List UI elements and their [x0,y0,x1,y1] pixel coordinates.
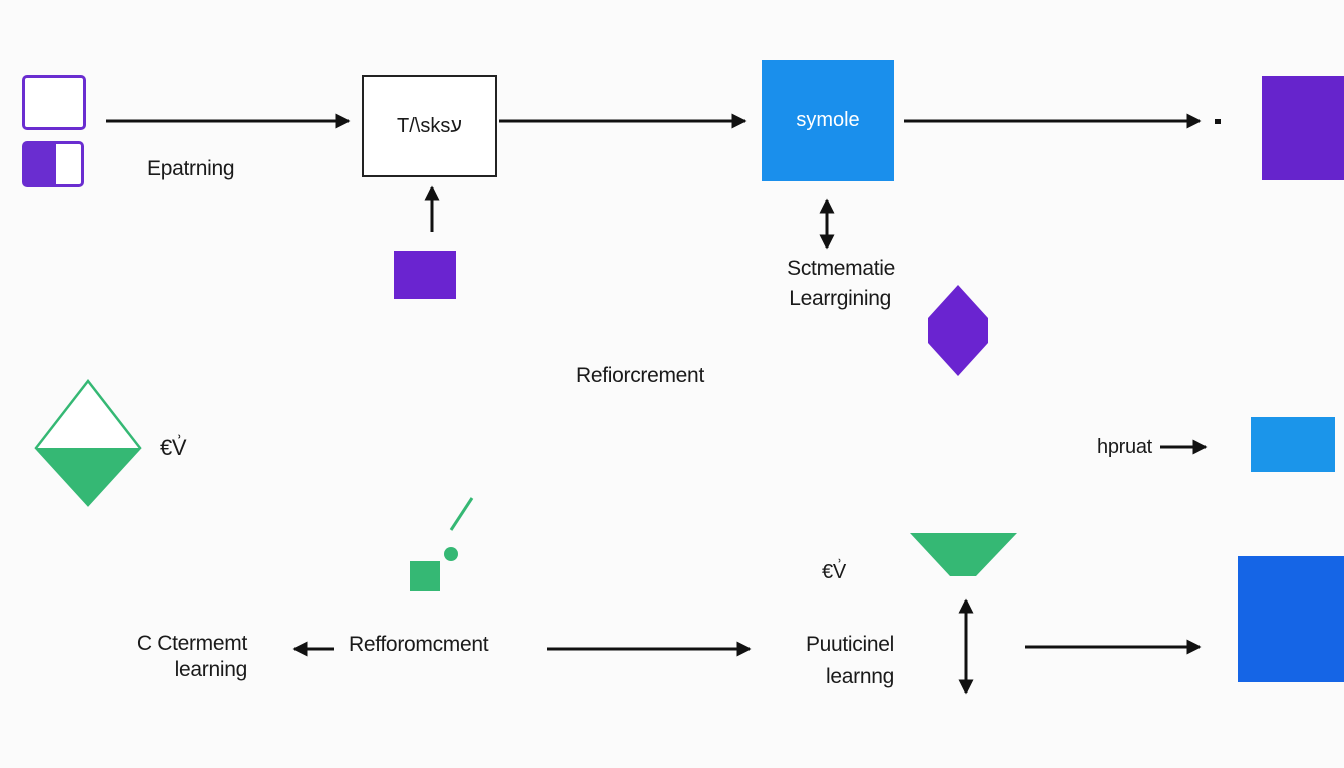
label-c-element-line1: C Ctermemt [136,632,247,655]
label-input: hpruat [1097,436,1152,458]
blue-input-node [1251,417,1335,472]
label-reinforcement-mid: Refiorcrement [576,364,704,387]
purple-square-node [394,251,456,299]
label-schematic-line1: Sctmematie [787,257,895,280]
blue-big-node [1238,556,1344,682]
legend-filled-box [22,141,84,187]
symbol-node: symole [762,60,894,181]
label-practical-line1: Puuticinel [805,633,894,656]
label-reinforcement-bottom: Refforomcment [349,633,489,656]
purple-diamond-shape [928,285,988,376]
green-diamond-fill [36,448,140,505]
green-stroke-mark [449,497,474,531]
task-node: T/\sksע [362,75,497,177]
green-trapezoid-shape [910,533,1017,576]
dot-mark [1215,119,1221,124]
label-practical-line2: learnng [826,665,894,688]
label-epatrning: Epatrning [147,157,235,180]
task-node-label: T/\sksע [397,114,462,137]
symbol-node-label: symole [796,109,860,131]
label-ev-right: €V͗ [822,561,846,583]
label-schematic-line2: Learrgining [789,287,891,310]
green-square-node [410,561,440,591]
label-ev-left: €V͗ [160,435,187,460]
label-c-element-line2: learning [174,658,248,681]
purple-output-node [1262,76,1344,180]
legend-outline-box [22,75,86,130]
green-dot-mark [444,547,458,561]
